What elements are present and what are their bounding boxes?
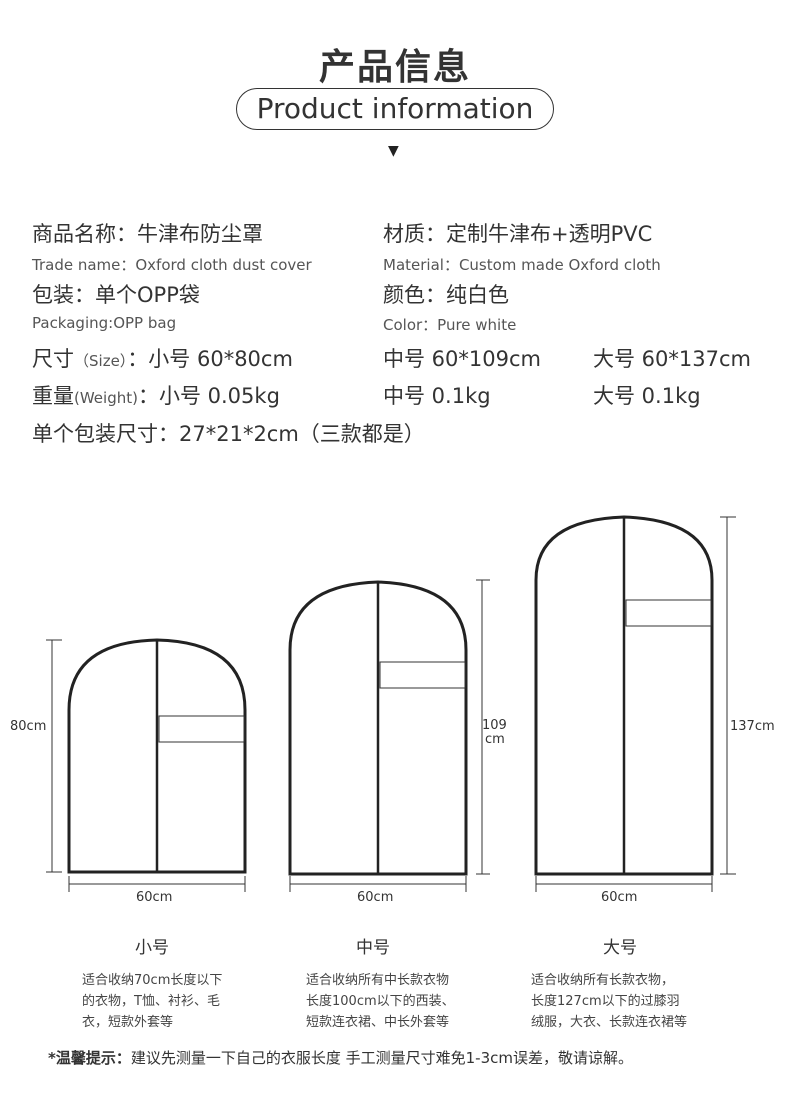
trade-name-en: Trade name：Oxford cloth dust cover [32, 256, 312, 274]
weight-large: 大号 0.1kg [593, 384, 701, 408]
small-cover-desc: 适合收纳70cm长度以下 的衣物，T恤、衬衫、毛 衣，短款外套等 [82, 970, 222, 1033]
small-cover-name: 小号 [135, 938, 169, 958]
material-en: Material：Custom made Oxford cloth [383, 256, 661, 274]
medium-height-label: 109 cm [482, 719, 507, 747]
small-desc-line: 衣，短款外套等 [82, 1015, 174, 1030]
large-cover-name: 大号 [603, 938, 637, 958]
large-height-label: 137cm [730, 719, 775, 734]
large-cover-drawing [534, 515, 736, 892]
weight-row: 重量(Weight)：小号 0.05kg [32, 380, 280, 410]
page-subtitle: Product information [236, 88, 554, 130]
footer-note-text: 建议先测量一下自己的衣服长度 手工测量尺寸难免1-3cm误差，敬请谅解。 [130, 1049, 633, 1067]
packaging-cn: 包装：单个OPP袋 [32, 283, 200, 307]
medium-cover-drawing [288, 579, 490, 892]
size-label-en: （Size） [74, 352, 128, 370]
package-size: 单个包装尺寸：27*21*2cm（三款都是） [32, 422, 425, 446]
footer-note: *温馨提示：建议先测量一下自己的衣服长度 手工测量尺寸难免1-3cm误差，敬请谅… [48, 1047, 633, 1068]
color-en: Color：Pure white [383, 316, 517, 334]
weight-medium: 中号 0.1kg [383, 384, 491, 408]
material-cn: 材质：定制牛津布+透明PVC [383, 222, 653, 246]
medium-cover-desc: 适合收纳所有中长款衣物 长度100cm以下的西装、 短款连衣裙、中长外套等 [306, 970, 455, 1033]
large-cover-desc: 适合收纳所有长款衣物， 长度127cm以下的过膝羽 绒服，大衣、长款连衣裙等 [531, 970, 687, 1033]
medium-width-label: 60cm [357, 890, 394, 905]
size-label-cn: 尺寸 [32, 347, 74, 371]
footer-note-label: *温馨提示： [48, 1049, 131, 1067]
size-row: 尺寸（Size）：小号 60*80cm [32, 343, 293, 373]
packaging-en: Packaging:OPP bag [32, 314, 177, 332]
large-desc-line: 绒服，大衣、长款连衣裙等 [531, 1015, 688, 1030]
medium-height-unit: cm [485, 732, 505, 747]
weight-small: ：小号 0.05kg [137, 384, 280, 408]
medium-height-value: 109 [482, 718, 507, 733]
medium-cover-name: 中号 [356, 938, 390, 958]
weight-label-cn: 重量 [32, 384, 74, 408]
size-small: ：小号 60*80cm [127, 347, 293, 371]
large-desc-line: 长度127cm以下的过膝羽 [531, 994, 680, 1009]
medium-desc-line: 适合收纳所有中长款衣物 [306, 973, 450, 988]
large-width-label: 60cm [601, 890, 638, 905]
large-desc-line: 适合收纳所有长款衣物， [531, 973, 675, 988]
small-desc-line: 的衣物，T恤、衬衫、毛 [82, 994, 220, 1009]
trade-name-cn: 商品名称：牛津布防尘罩 [32, 222, 263, 246]
small-width-label: 60cm [136, 890, 173, 905]
medium-desc-line: 长度100cm以下的西装、 [306, 994, 455, 1009]
medium-desc-line: 短款连衣裙、中长外套等 [306, 1015, 450, 1030]
color-cn: 颜色：纯白色 [383, 283, 509, 307]
small-cover-drawing [46, 638, 247, 892]
down-arrow-icon: ▼ [388, 143, 399, 159]
small-desc-line: 适合收纳70cm长度以下 [82, 973, 223, 988]
size-large: 大号 60*137cm [593, 347, 751, 371]
page-title: 产品信息 [318, 47, 471, 88]
weight-label-en: (Weight) [74, 389, 138, 407]
size-medium: 中号 60*109cm [383, 347, 541, 371]
small-height-label: 80cm [10, 719, 47, 734]
